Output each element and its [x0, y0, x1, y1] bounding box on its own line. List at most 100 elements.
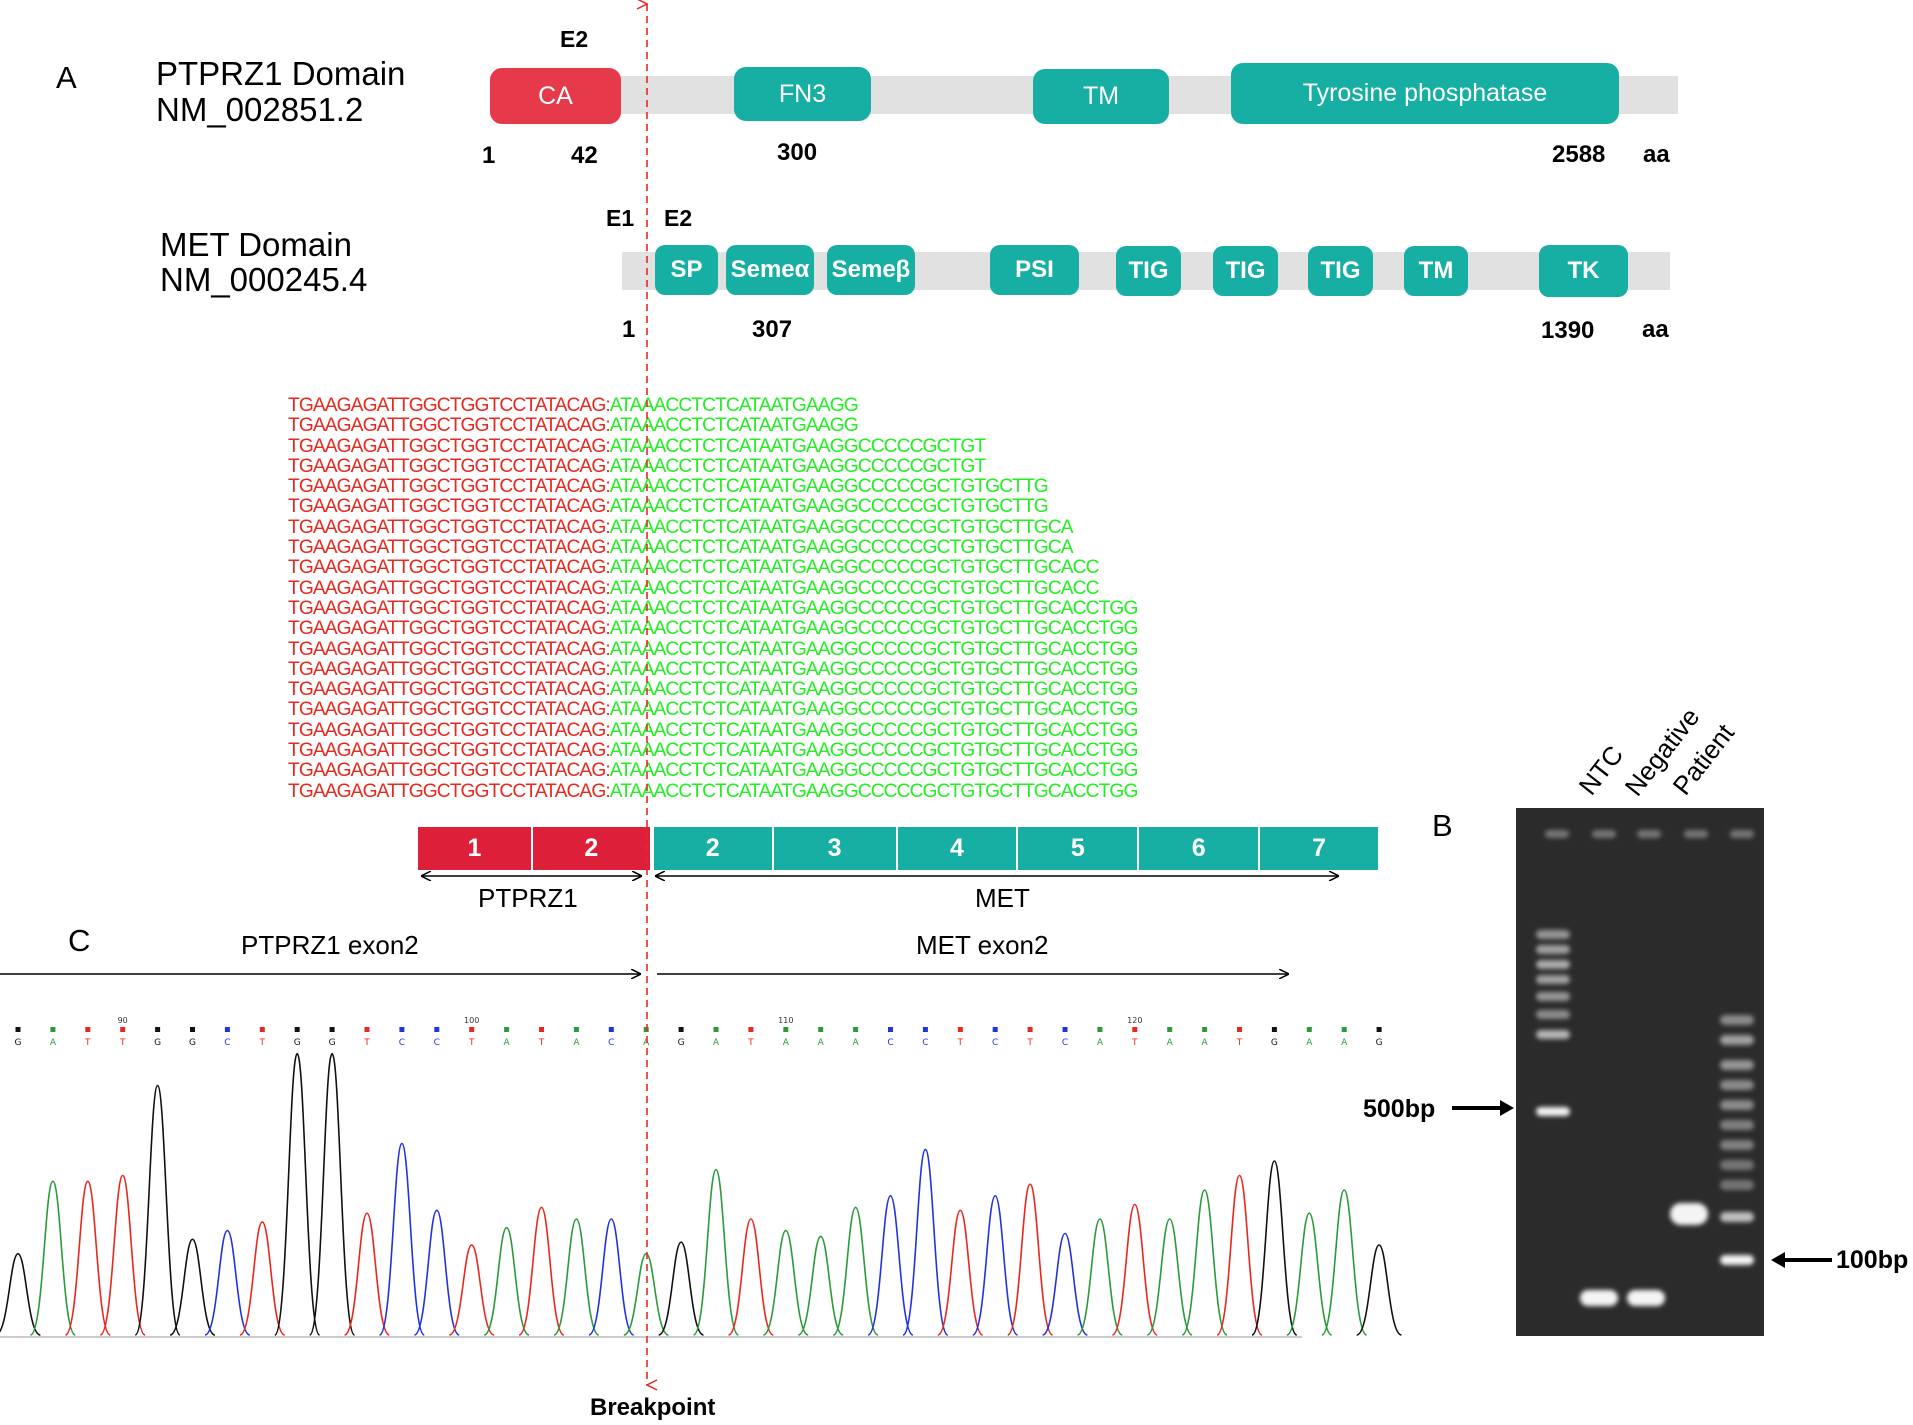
read-line: TGAAGAGATTGGCTGGTCCTATACAG:ATAAACCTCTCAT… — [288, 558, 1137, 578]
met-domain-tig-2: TIG — [1213, 246, 1278, 296]
read-met-part: ATAAACCTCTCATAATGAAGGCCCCCGCTGTGCTTGCACC… — [609, 679, 1139, 701]
base-call-marker — [364, 1027, 370, 1032]
chromatogram-peak — [937, 1209, 984, 1336]
read-junction-separator: : — [605, 537, 610, 559]
base-position-label: 120 — [1127, 1016, 1142, 1025]
read-line: TGAAGAGATTGGCTGGTCCTATACAG:ATAAACCTCTCAT… — [288, 699, 1139, 721]
read-junction-separator: : — [605, 395, 610, 416]
base-call-marker — [15, 1027, 21, 1032]
base-call-marker — [120, 1027, 126, 1032]
read-line: TGAAGAGATTGGCTGGTCCTATACAG:ATAAACCTCTCAT… — [288, 761, 1138, 781]
base-call-letter: C — [608, 1038, 614, 1048]
base-call-marker — [1202, 1027, 1208, 1032]
base-call-marker — [1306, 1027, 1312, 1032]
chromatogram-peak — [239, 1221, 286, 1336]
read-met-part: ATAAACCTCTCATAATGAAGGCCCCCGCTGTGCTTG — [609, 496, 1049, 518]
chromatogram-peak — [1321, 1189, 1368, 1336]
read-line: TGAAGAGATTGGCTGGTCCTATACAG:ATAAACCTCTCAT… — [288, 435, 1137, 457]
read-ptprz1-part: TGAAGAGATTGGCTGGTCCTATACAG — [288, 658, 606, 680]
base-call-marker — [748, 1027, 754, 1032]
read-ptprz1-part: TGAAGAGATTGGCTGGTCCTATACAG — [288, 719, 606, 741]
base-call-letter: A — [1306, 1038, 1313, 1048]
base-call-marker — [783, 1027, 789, 1032]
read-line: TGAAGAGATTGGCTGGTCCTATACAG:ATAAACCTCTCAT… — [288, 497, 1137, 517]
read-line: TGAAGAGATTGGCTGGTCCTATACAG:ATAAACCTCTCAT… — [288, 619, 1138, 639]
chromatogram-peak — [1146, 1218, 1193, 1336]
base-call-marker — [678, 1027, 684, 1032]
read-met-part: ATAAACCTCTCATAATGAAGGCCCCCGCTGTGCTTGCACC… — [609, 719, 1139, 741]
read-line: TGAAGAGATTGGCTGGTCCTATACAG:ATAAACCTCTCAT… — [288, 781, 1138, 802]
chromatogram-peak — [727, 1218, 775, 1336]
base-call-marker — [504, 1027, 510, 1032]
chromatogram-peak — [797, 1235, 844, 1336]
read-junction-separator: : — [605, 476, 610, 498]
read-met-part: ATAAACCTCTCATAATGAAGGCCCCCGCTGTGCTTGCACC — [609, 577, 1100, 599]
base-call-letter: G — [329, 1038, 336, 1048]
gel-lane-ntc: NTC — [1572, 739, 1630, 801]
base-call-letter: A — [783, 1038, 790, 1048]
read-met-part: ATAAACCTCTCATAATGAAGG — [609, 395, 859, 416]
base-call-marker — [888, 1027, 893, 1032]
base-call-marker — [922, 1027, 928, 1032]
base-call-marker — [434, 1027, 440, 1032]
chromatogram-peak — [972, 1194, 1019, 1336]
met-exon-2: 2 — [653, 827, 774, 870]
base-call-marker — [818, 1027, 824, 1032]
ptprz1-pos-1: 1 — [482, 142, 496, 169]
base-call-letter: C — [992, 1038, 998, 1048]
base-call-marker — [190, 1027, 195, 1032]
read-met-part: ATAAACCTCTCATAATGAAGGCCCCCGCTGTGCTTGCACC… — [609, 740, 1139, 762]
panel-label-a: A — [56, 60, 77, 95]
base-call-letter: C — [434, 1038, 440, 1048]
read-met-part: ATAAACCTCTCATAATGAAGGCCCCCGCTGTGCTTG — [609, 476, 1049, 498]
base-call-letter: G — [154, 1038, 161, 1048]
met-domain-tig-3: TIG — [1308, 246, 1373, 296]
read-junction-separator: : — [605, 496, 610, 518]
chromatogram-peak — [1181, 1189, 1228, 1336]
base-call-letter: T — [1131, 1038, 1138, 1048]
ptprz1-unit: aa — [1643, 141, 1670, 168]
met-domain-tig-1: TIG — [1116, 246, 1181, 296]
met-exon-span-label: MET — [975, 883, 1030, 913]
read-ptprz1-part: TGAAGAGATTGGCTGGTCCTATACAG — [288, 577, 606, 599]
met-pos-1390: 1390 — [1541, 317, 1595, 344]
chromatogram-peak — [1006, 1183, 1054, 1336]
read-line: TGAAGAGATTGGCTGGTCCTATACAG:ATAAACCTCTCAT… — [288, 477, 1137, 497]
base-call-letter: G — [1271, 1038, 1278, 1048]
read-met-part: ATAAACCTCTCATAATGAAGGCCCCCGCTGTGCTTGCACC… — [609, 699, 1139, 721]
read-met-part: ATAAACCTCTCATAATGAAGGCCCCCGCTGTGCTTGCA — [609, 537, 1074, 559]
base-call-marker — [1097, 1027, 1103, 1032]
read-junction-separator: : — [605, 577, 610, 599]
met-title: MET Domain — [160, 226, 352, 263]
read-junction-separator: : — [605, 557, 610, 579]
read-ptprz1-part: TGAAGAGATTGGCTGGTCCTATACAG — [288, 638, 606, 660]
met-domain-tk: TK — [1539, 245, 1628, 297]
base-call-marker — [50, 1027, 56, 1032]
chromatogram-peak — [902, 1148, 949, 1336]
base-call-marker — [853, 1027, 859, 1032]
base-call-letter: A — [713, 1038, 720, 1048]
read-junction-separator: : — [605, 719, 610, 741]
read-met-part: ATAAACCTCTCATAATGAAGGCCCCCGCTGTGCTTGCA — [609, 516, 1074, 538]
chromatogram-peak — [0, 1252, 41, 1336]
ptprz1-domain-ca: CA — [490, 68, 621, 124]
base-call-letter: A — [1167, 1038, 1174, 1048]
base-call-letter: A — [573, 1038, 580, 1048]
read-line: TGAAGAGATTGGCTGGTCCTATACAG:ATAAACCTCTCAT… — [288, 395, 1137, 416]
read-junction-separator: : — [605, 658, 610, 680]
base-call-letter: T — [1236, 1038, 1243, 1048]
read-ptprz1-part: TGAAGAGATTGGCTGGTCCTATACAG — [288, 496, 606, 518]
base-call-marker — [992, 1027, 998, 1032]
read-ptprz1-part: TGAAGAGATTGGCTGGTCCTATACAG — [288, 415, 606, 437]
met-pos-1: 1 — [622, 316, 636, 343]
read-met-part: ATAAACCTCTCATAATGAAGGCCCCCGCTGT — [609, 435, 986, 457]
gel-100bp-arrowhead — [1771, 1252, 1785, 1268]
base-call-letter: A — [1097, 1038, 1104, 1048]
ptprz1-pos-42: 42 — [571, 142, 598, 169]
read-line: TGAAGAGATTGGCTGGTCCTATACAG:ATAAACCTCTCAT… — [288, 456, 1137, 477]
read-met-part: ATAAACCTCTCATAATGAAGG — [609, 415, 859, 437]
read-ptprz1-part: TGAAGAGATTGGCTGGTCCTATACAG — [288, 699, 606, 721]
base-call-marker — [469, 1027, 475, 1032]
read-ptprz1-part: TGAAGAGATTGGCTGGTCCTATACAG — [288, 435, 606, 457]
